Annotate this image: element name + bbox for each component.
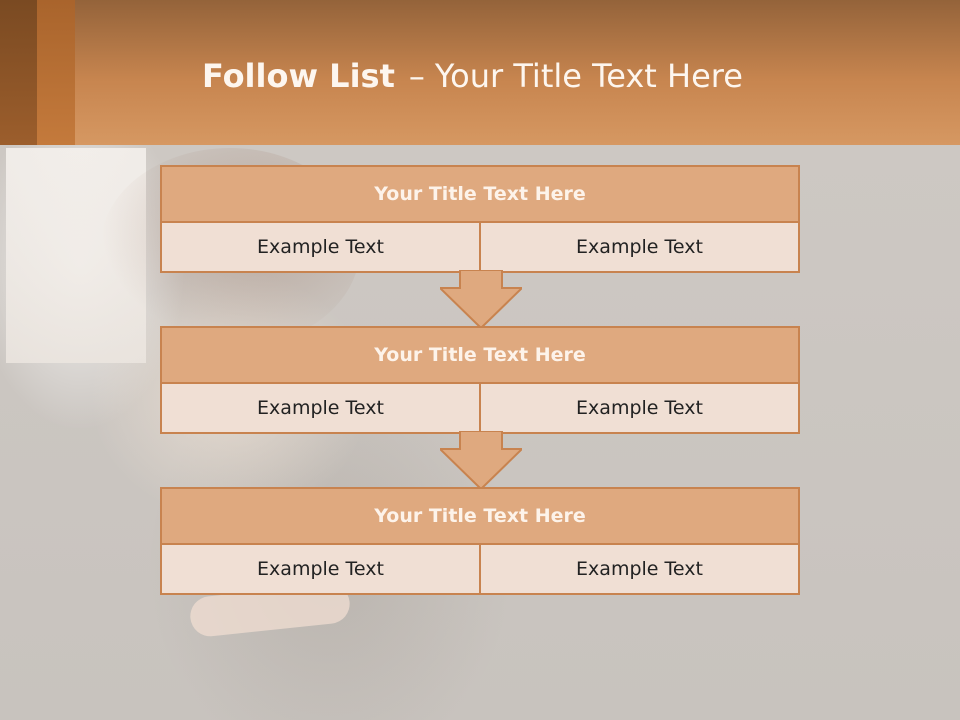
block-title: Your Title Text Here [162, 328, 798, 384]
block-cell-left: Example Text [162, 223, 479, 271]
header-bar: Follow List–Your Title Text Here [0, 0, 960, 145]
page-title-bold: Follow List [202, 57, 395, 95]
block-row: Example Text Example Text [162, 223, 798, 271]
block-cell-left: Example Text [162, 384, 479, 432]
list-block-1: Your Title Text Here Example Text Exampl… [160, 165, 800, 273]
block-title: Your Title Text Here [162, 489, 798, 545]
page-title-separator: – [408, 57, 425, 95]
background-pillow [6, 148, 146, 363]
page-title-rest: Your Title Text Here [434, 57, 743, 95]
down-arrow-icon [440, 431, 522, 489]
block-cell-right: Example Text [479, 223, 798, 271]
down-arrow-icon [440, 270, 522, 328]
page-title: Follow List–Your Title Text Here [202, 57, 743, 95]
header-stripe-light [37, 0, 75, 145]
block-title: Your Title Text Here [162, 167, 798, 223]
block-row: Example Text Example Text [162, 545, 798, 593]
header-stripe-dark [0, 0, 37, 145]
list-block-2: Your Title Text Here Example Text Exampl… [160, 326, 800, 434]
list-block-3: Your Title Text Here Example Text Exampl… [160, 487, 800, 595]
block-cell-right: Example Text [479, 384, 798, 432]
block-cell-left: Example Text [162, 545, 479, 593]
block-cell-right: Example Text [479, 545, 798, 593]
block-row: Example Text Example Text [162, 384, 798, 432]
